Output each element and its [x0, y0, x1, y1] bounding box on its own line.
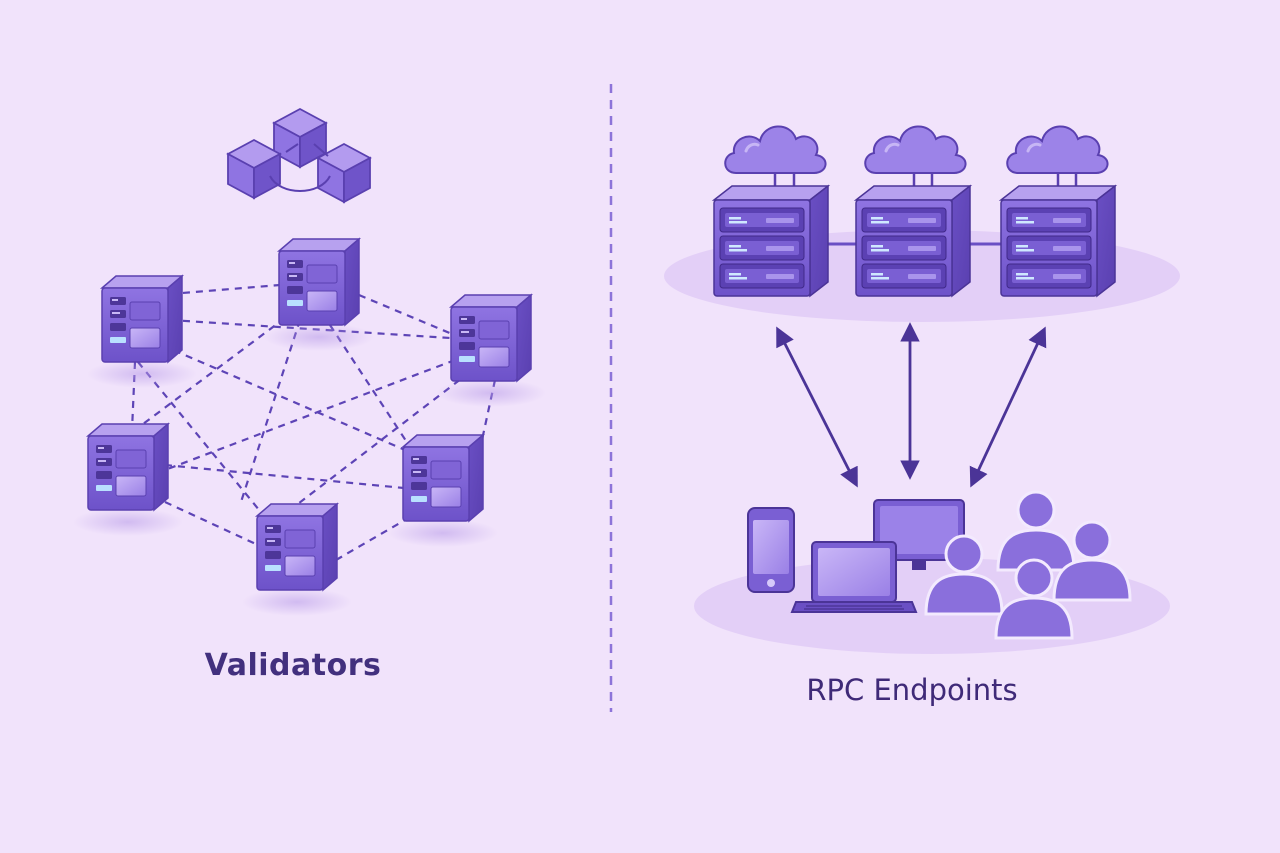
rpc-server-icon	[1000, 185, 1116, 297]
rpc-endpoints-label: RPC Endpoints	[806, 673, 1018, 707]
validator-server-icon	[387, 434, 499, 548]
rpc-server-icon	[855, 185, 971, 297]
validator-server-icon	[435, 294, 547, 408]
request-arrows	[776, 322, 1047, 488]
validator-server-icon	[72, 423, 184, 537]
validator-server-icon	[241, 503, 353, 617]
validators-label: Validators	[204, 648, 382, 683]
smartphone-icon	[747, 507, 795, 593]
cloud-icon	[1005, 124, 1110, 175]
validator-server-icon	[86, 275, 198, 389]
validators-panel	[72, 108, 547, 617]
rpc-server-icon	[713, 185, 829, 297]
rpc-panel	[664, 124, 1180, 654]
validator-server-icon	[263, 238, 375, 352]
user-icon	[996, 490, 1076, 572]
cloud-icon	[723, 124, 828, 175]
blockchain-blocks-icon	[227, 108, 371, 203]
cloud-icon	[863, 124, 968, 175]
laptop-icon	[790, 541, 918, 613]
